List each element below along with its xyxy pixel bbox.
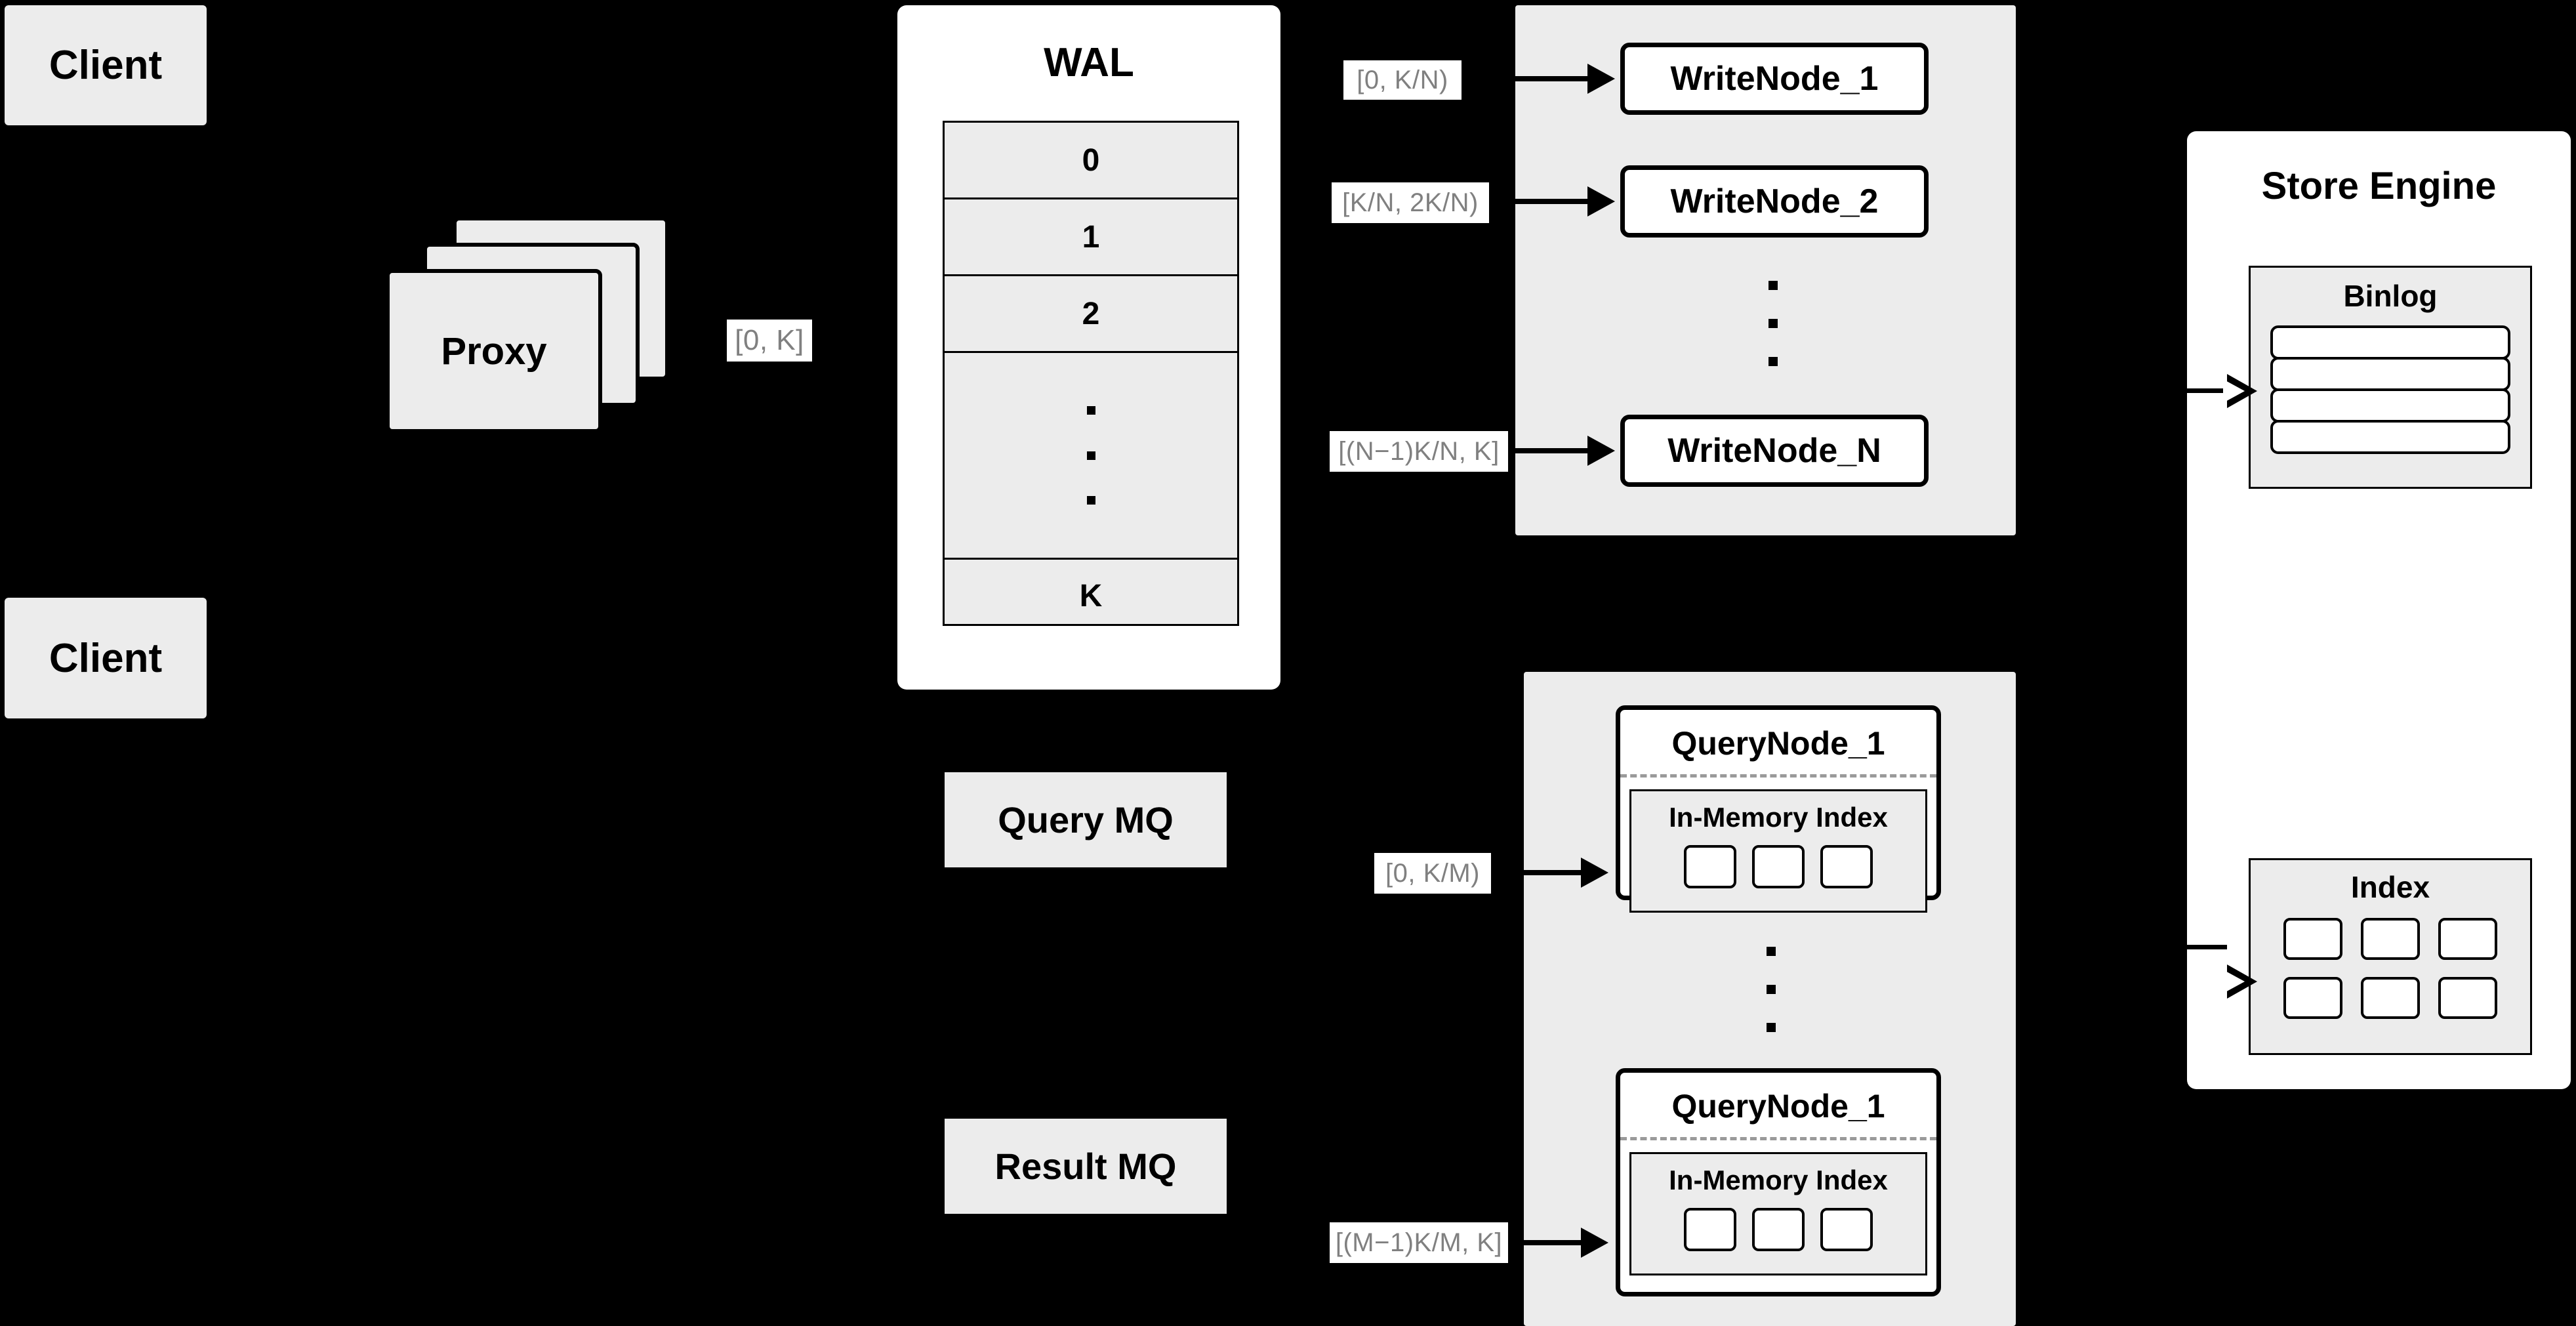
query-mq-box[interactable]: Query MQ (945, 772, 1227, 867)
index-chip-r2c1 (2283, 977, 2342, 1019)
query-node-1-index-chip-3 (1820, 845, 1873, 888)
write-cluster-vertical-ellipsis-icon (1767, 281, 1780, 366)
client-label-1: Client (49, 43, 163, 88)
wal-row-k: K (1079, 578, 1103, 613)
query-node-1-inmemory-index-panel: In-Memory Index (1629, 789, 1927, 913)
write-node-1[interactable]: WriteNode_1 (1620, 43, 1929, 115)
proxy-card-front[interactable]: Proxy (386, 269, 602, 433)
index-chip-r2c2 (2361, 977, 2420, 1019)
query-node-2-inmemory-index-panel: In-Memory Index (1629, 1152, 1927, 1275)
query-cluster-vertical-ellipsis-icon (1765, 947, 1778, 1032)
query-node-2-label-wrap: QueryNode_1 (1620, 1073, 1936, 1125)
index-arrow-head-icon (2223, 964, 2257, 999)
client-label-2: Client (49, 635, 163, 681)
binlog-bar-3 (2270, 388, 2510, 423)
index-chip-r1c1 (2283, 918, 2342, 960)
query-node-1-index-chip-2 (1752, 845, 1805, 888)
write-node-n-range-label: [(N−1)K/N, K] (1330, 431, 1508, 472)
query-node-2-range-label: [(M−1)K/M, K] (1330, 1222, 1508, 1263)
write-node-1-range-label: [0, K/N) (1343, 60, 1462, 100)
query-node-1-arrow-line (1491, 870, 1581, 875)
index-title: Index (2350, 870, 2430, 904)
query-node-2-index-chip-1 (1684, 1208, 1736, 1251)
write-node-2-label: WriteNode_2 (1670, 182, 1879, 220)
query-node-1-range-label: [0, K/M) (1374, 853, 1491, 894)
query-node-1-divider (1620, 774, 1936, 777)
write-node-2-range-label: [K/N, 2K/N) (1332, 182, 1489, 223)
query-node-1-index-title: In-Memory Index (1669, 802, 1888, 833)
index-panel: Index (2249, 858, 2532, 1055)
wal-row-ellipsis (945, 353, 1237, 560)
query-node-2-index-title: In-Memory Index (1669, 1165, 1888, 1195)
write-node-1-arrow-line (1462, 76, 1587, 81)
client-box-2[interactable]: Client (5, 598, 207, 718)
binlog-bar-4 (2270, 420, 2510, 454)
query-node-1-label: QueryNode_1 (1671, 725, 1885, 762)
write-node-2-arrow-head-icon (1587, 186, 1615, 217)
wal-title: WAL (1044, 40, 1134, 85)
query-node-2-index-chip-2 (1752, 1208, 1805, 1251)
wal-vertical-ellipsis-icon (1086, 406, 1095, 505)
query-node-1-label-wrap: QueryNode_1 (1620, 710, 1936, 762)
write-node-n[interactable]: WriteNode_N (1620, 415, 1929, 487)
write-node-2[interactable]: WriteNode_2 (1620, 165, 1929, 238)
write-node-n-arrow-head-icon (1587, 436, 1615, 466)
index-chip-r2c3 (2438, 977, 2497, 1019)
query-node-2[interactable]: QueryNode_1 In-Memory Index (1616, 1068, 1941, 1296)
binlog-arrow-line (2186, 388, 2227, 393)
binlog-panel: Binlog (2249, 266, 2532, 489)
binlog-bar-1 (2270, 325, 2510, 360)
index-chip-r1c3 (2438, 918, 2497, 960)
query-node-2-divider (1620, 1137, 1936, 1140)
query-node-2-label: QueryNode_1 (1671, 1088, 1885, 1125)
query-node-2-arrow-line (1508, 1240, 1581, 1245)
client-box-1[interactable]: Client (5, 5, 207, 125)
index-chip-r1c2 (2361, 918, 2420, 960)
query-node-1[interactable]: QueryNode_1 In-Memory Index (1616, 705, 1941, 913)
binlog-title: Binlog (2343, 279, 2438, 313)
write-node-n-label: WriteNode_N (1667, 432, 1881, 470)
write-node-1-label: WriteNode_1 (1670, 60, 1879, 98)
binlog-arrow-head-icon (2223, 374, 2257, 408)
result-mq-box[interactable]: Result MQ (945, 1119, 1227, 1214)
store-engine-title: Store Engine (2261, 165, 2497, 207)
wal-table: 0 1 2 K (943, 121, 1239, 626)
binlog-bar-2 (2270, 357, 2510, 391)
wal-row-1: 1 (945, 199, 1237, 276)
wal-row-0: 0 (945, 123, 1237, 199)
index-arrow-line (2186, 945, 2227, 949)
write-node-1-arrow-head-icon (1587, 64, 1615, 94)
query-node-1-arrow-head-icon (1581, 858, 1608, 888)
result-mq-label: Result MQ (994, 1146, 1177, 1187)
wal-row-2: 2 (945, 276, 1237, 353)
query-node-1-index-chip-1 (1684, 845, 1736, 888)
query-node-2-index-chip-3 (1820, 1208, 1873, 1251)
proxy-range-label: [0, K] (727, 320, 812, 362)
write-node-n-arrow-line (1508, 448, 1587, 453)
proxy-label: Proxy (441, 329, 547, 373)
query-mq-label: Query MQ (998, 799, 1174, 840)
query-node-2-arrow-head-icon (1581, 1228, 1608, 1258)
write-node-2-arrow-line (1489, 199, 1587, 204)
